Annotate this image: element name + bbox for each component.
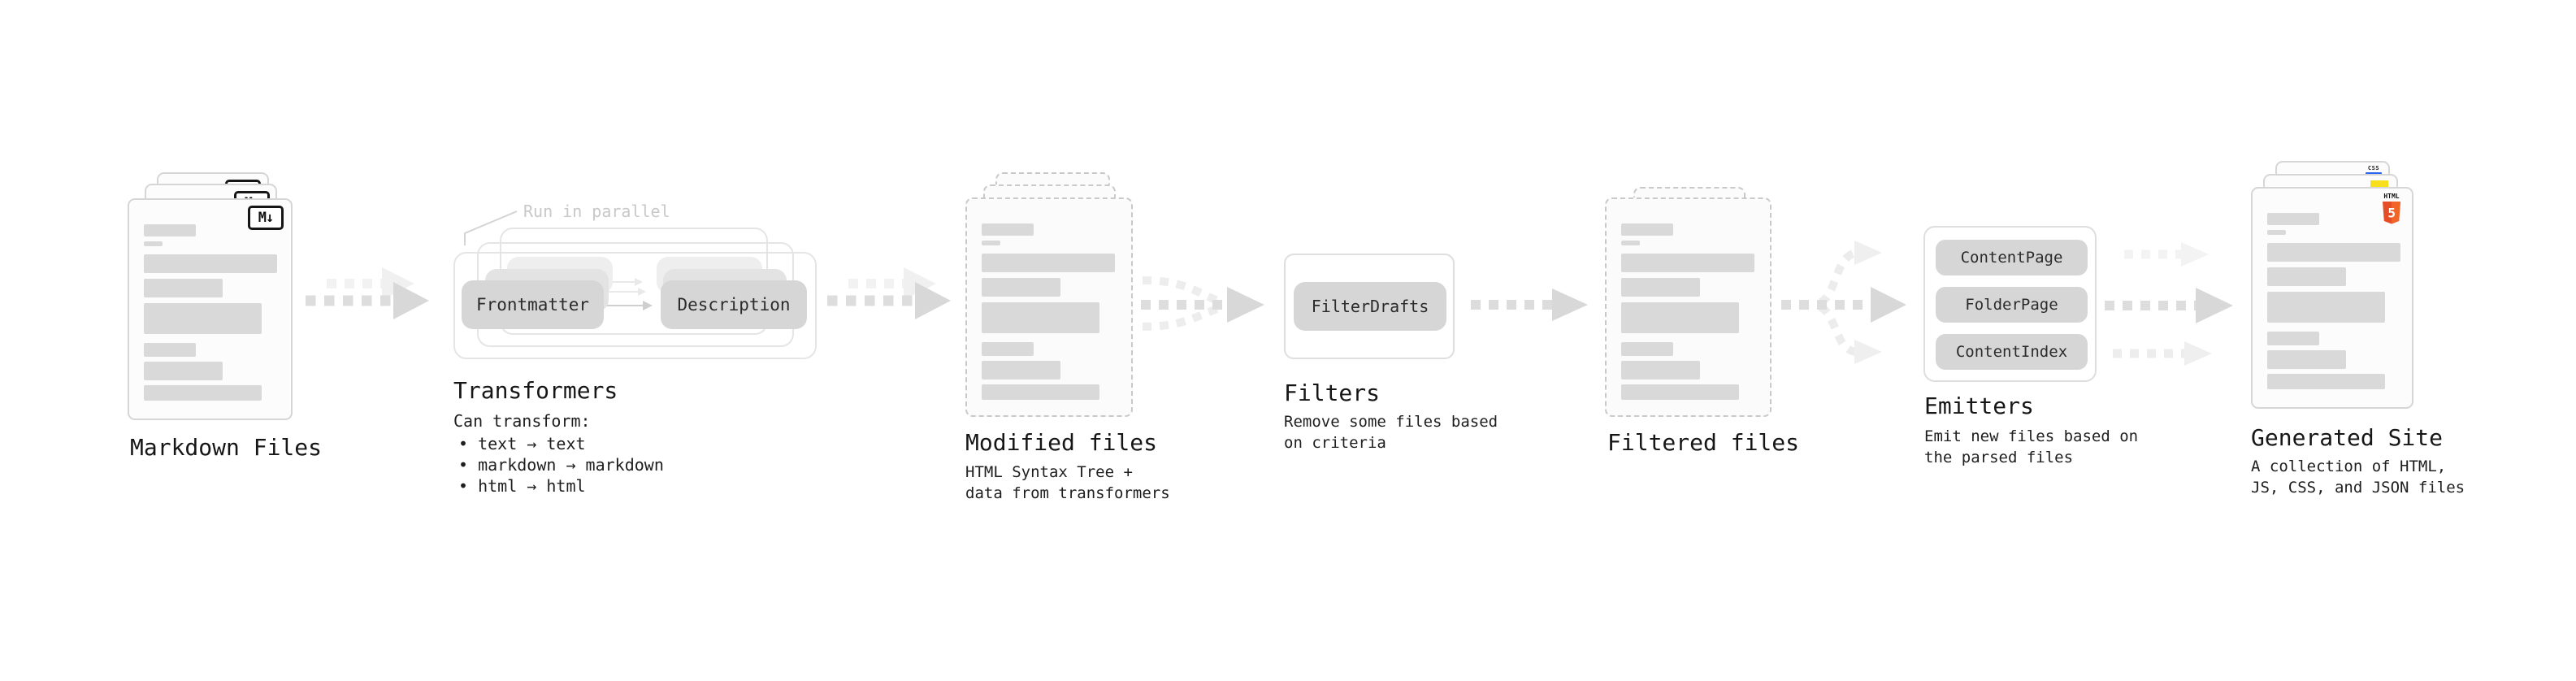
arrow-transformers-to-modified bbox=[827, 267, 951, 319]
doc-text-bar bbox=[2267, 292, 2385, 323]
modified-file-card-front bbox=[965, 197, 1133, 417]
doc-text-bars bbox=[2253, 213, 2412, 389]
description-pill: Description bbox=[661, 280, 807, 329]
transformers-caption: Can transform: bbox=[453, 411, 591, 431]
doc-text-bar bbox=[1621, 223, 1673, 236]
run-in-parallel-label: Run in parallel bbox=[523, 202, 670, 221]
pill-flow-arrows bbox=[605, 278, 653, 310]
doc-text-bar bbox=[144, 343, 196, 357]
frontmatter-pill: Frontmatter bbox=[462, 280, 604, 329]
markdown-file-card-front: M↓ bbox=[128, 198, 293, 420]
doc-text-bar bbox=[144, 241, 163, 246]
doc-text-bar bbox=[1621, 384, 1739, 400]
css-icon-underline bbox=[2366, 172, 2382, 175]
filtered-files-title: Filtered files bbox=[1607, 429, 1800, 456]
doc-text-bar bbox=[982, 302, 1099, 333]
doc-text-bar bbox=[144, 362, 223, 380]
transformers-bullets: • text → text • markdown → markdown • ht… bbox=[458, 433, 664, 497]
doc-text-bar bbox=[982, 384, 1099, 400]
doc-text-bar bbox=[2267, 332, 2319, 345]
filtered-file-card-front bbox=[1605, 197, 1772, 417]
filters-panel: FilterDrafts bbox=[1284, 254, 1455, 359]
generated-file-card-html: HTML 5 bbox=[2251, 187, 2413, 409]
doc-text-bar bbox=[982, 361, 1060, 380]
transform-bullet: • html → html bbox=[458, 476, 586, 496]
doc-text-bar bbox=[144, 385, 262, 401]
doc-text-bar bbox=[1621, 278, 1700, 297]
generated-site-title: Generated Site bbox=[2251, 424, 2444, 451]
generated-site-stack: CSS HTML 5 bbox=[2251, 161, 2418, 409]
html5-shield-right bbox=[2392, 202, 2400, 224]
modified-files-stack bbox=[965, 172, 1136, 420]
doc-text-bar bbox=[1621, 254, 1754, 272]
modified-files-caption: HTML Syntax Tree + data from transformer… bbox=[965, 463, 1170, 502]
doc-text-bar bbox=[982, 254, 1115, 272]
doc-text-bars bbox=[967, 223, 1131, 400]
modified-files-title: Modified files bbox=[965, 429, 1158, 456]
arrow-emitters-to-generated bbox=[2105, 242, 2233, 366]
doc-text-bar bbox=[2267, 213, 2319, 225]
doc-text-bar bbox=[1621, 361, 1700, 380]
parallel-leader-line bbox=[464, 210, 518, 245]
doc-text-bar bbox=[144, 224, 196, 236]
doc-text-bar bbox=[982, 241, 1000, 245]
doc-text-bar bbox=[144, 279, 223, 297]
transform-bullet: • text → text bbox=[458, 434, 586, 453]
markdown-files-title: Markdown Files bbox=[130, 434, 323, 461]
doc-text-bars bbox=[1607, 223, 1770, 400]
transformer-layer-front bbox=[453, 252, 817, 359]
html5-icon-number: 5 bbox=[2387, 206, 2396, 221]
emitters-caption: Emit new files based on the parsed files bbox=[1924, 427, 2139, 466]
doc-text-bar bbox=[144, 254, 277, 273]
doc-text-bar bbox=[2267, 230, 2286, 235]
filterdrafts-pill: FilterDrafts bbox=[1294, 282, 1446, 331]
arrow-filtered-to-emitters bbox=[1781, 241, 1906, 364]
folderpage-pill-label: FolderPage bbox=[1965, 296, 2058, 314]
doc-text-bar bbox=[2267, 350, 2346, 369]
doc-text-bar bbox=[982, 342, 1034, 356]
markdown-files-stack: M↓ M↓ M↓ bbox=[128, 172, 311, 420]
contentpage-pill: ContentPage bbox=[1936, 240, 2088, 275]
markdown-icon-glyph: M↓ bbox=[258, 210, 275, 226]
css-icon-label: CSS bbox=[2367, 165, 2380, 171]
filters-title: Filters bbox=[1284, 380, 1381, 406]
markdown-icon: M↓ bbox=[248, 206, 284, 230]
html5-icon: HTML 5 bbox=[2383, 193, 2400, 224]
doc-text-bar bbox=[2267, 374, 2385, 389]
doc-text-bar bbox=[982, 223, 1034, 236]
filterdrafts-pill-label: FilterDrafts bbox=[1311, 297, 1429, 316]
contentindex-pill-label: ContentIndex bbox=[1955, 343, 2068, 361]
frontmatter-pill-label: Frontmatter bbox=[475, 295, 590, 314]
filters-caption: Remove some files based on criteria bbox=[1284, 413, 1498, 452]
contentpage-pill-label: ContentPage bbox=[1960, 249, 2063, 267]
doc-text-bar bbox=[2267, 267, 2346, 286]
doc-text-bar bbox=[982, 278, 1060, 297]
doc-text-bar bbox=[1621, 302, 1739, 333]
contentindex-pill: ContentIndex bbox=[1936, 334, 2088, 370]
description-pill-label: Description bbox=[677, 295, 791, 314]
arrow-filters-to-filtered bbox=[1471, 288, 1588, 321]
transformers-title: Transformers bbox=[453, 377, 618, 404]
emitters-panel: ContentPage FolderPage ContentIndex bbox=[1923, 226, 2097, 382]
generated-site-caption: A collection of HTML, JS, CSS, and JSON … bbox=[2251, 458, 2465, 497]
doc-text-bar bbox=[2267, 243, 2400, 262]
emitters-title: Emitters bbox=[1924, 393, 2034, 419]
css-file-icon: CSS bbox=[2366, 166, 2382, 175]
filtered-files-stack bbox=[1605, 187, 1772, 420]
transformers-group: Run in parallel Frontmatter Description bbox=[453, 195, 827, 366]
doc-text-bar bbox=[1621, 241, 1640, 245]
html5-icon-label: HTML bbox=[2383, 193, 2399, 200]
doc-text-bars bbox=[129, 224, 291, 401]
doc-text-bar bbox=[144, 303, 262, 334]
transform-bullet: • markdown → markdown bbox=[458, 455, 664, 475]
arrow-markdown-to-transformers bbox=[306, 267, 429, 319]
folderpage-pill: FolderPage bbox=[1936, 287, 2088, 323]
arrow-modified-to-filters bbox=[1141, 276, 1264, 331]
doc-text-bar bbox=[1621, 342, 1673, 356]
